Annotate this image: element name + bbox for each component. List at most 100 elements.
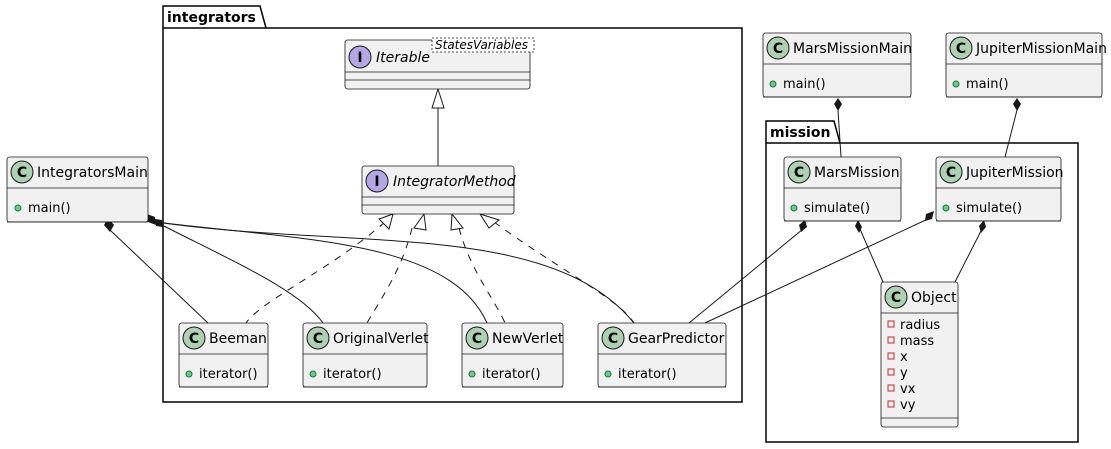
package-integrators: integrators bbox=[162, 5, 743, 403]
diamond-head bbox=[855, 220, 862, 233]
originalverlet-method: iterator() bbox=[323, 367, 382, 382]
object-field: radius bbox=[900, 318, 940, 333]
package-mission: mission bbox=[765, 120, 1079, 443]
class-jupitermission: C JupiterMission simulate() bbox=[935, 156, 1064, 222]
public-method-icon bbox=[790, 204, 798, 212]
private-field-icon bbox=[887, 336, 895, 344]
marsmission-method: simulate() bbox=[804, 201, 870, 216]
class-newverlet: C NewVerlet iterator() bbox=[461, 322, 564, 388]
edge-marsmission-object bbox=[859, 228, 884, 283]
badge-letter: I bbox=[357, 50, 362, 66]
edge-gearpredictor-realization bbox=[493, 221, 635, 324]
jupitermission-name: JupiterMission bbox=[965, 165, 1064, 181]
diamond-head bbox=[155, 219, 163, 227]
jupitermissionmain-name: JupiterMissionMain bbox=[975, 41, 1107, 57]
diamond-head bbox=[834, 98, 842, 111]
diamond-head bbox=[925, 211, 934, 221]
diamond-head bbox=[979, 220, 986, 233]
jupitermissionmain-method: main() bbox=[966, 77, 1009, 92]
badge-letter: C bbox=[891, 290, 901, 306]
object-field: mass bbox=[900, 334, 934, 349]
triangle-head bbox=[478, 213, 501, 229]
class-marsmissionmain: C MarsMissionMain main() bbox=[762, 32, 912, 98]
object-field: vy bbox=[900, 398, 916, 413]
public-method-icon bbox=[468, 370, 476, 378]
iterable-name: Iterable bbox=[376, 50, 430, 66]
diamond-head bbox=[1013, 98, 1021, 111]
marsmissionmain-name: MarsMissionMain bbox=[793, 41, 912, 57]
triangle-head bbox=[413, 212, 427, 231]
interface-badge-icon: I bbox=[365, 169, 389, 193]
arrowheads bbox=[378, 87, 501, 231]
class-badge-icon: C bbox=[306, 326, 330, 350]
badge-letter: C bbox=[472, 331, 482, 347]
diamonds bbox=[104, 98, 1021, 233]
edges bbox=[109, 108, 1018, 324]
interface-badge-icon: I bbox=[348, 45, 372, 69]
class-originalverlet: C OriginalVerlet iterator() bbox=[302, 322, 429, 388]
marsmission-name: MarsMission bbox=[814, 165, 900, 181]
package-integrators-title: integrators bbox=[167, 10, 256, 26]
public-method-icon bbox=[185, 370, 193, 378]
edge-jupitermission-gearpredictor bbox=[704, 217, 931, 324]
private-field-icon bbox=[887, 400, 895, 408]
private-field-icon bbox=[887, 320, 895, 328]
class-badge-icon: C bbox=[939, 160, 963, 184]
integratorsmain-name: IntegratorsMain bbox=[37, 165, 148, 181]
public-method-icon bbox=[952, 80, 960, 88]
class-jupitermissionmain: C JupiterMissionMain main() bbox=[945, 32, 1107, 98]
class-object: C Object radius mass x y vx vy bbox=[880, 281, 959, 428]
badge-letter: C bbox=[956, 41, 966, 57]
private-field-icon bbox=[887, 352, 895, 360]
package-mission-title: mission bbox=[770, 125, 830, 141]
badge-letter: C bbox=[608, 331, 618, 347]
edge-main-originalverlet bbox=[155, 221, 324, 324]
class-badge-icon: C bbox=[182, 326, 206, 350]
beeman-method: iterator() bbox=[199, 367, 258, 382]
edge-main-beeman bbox=[109, 229, 209, 324]
class-badge-icon: C bbox=[884, 285, 908, 309]
class-integratormethod: I IntegratorMethod bbox=[361, 165, 516, 215]
public-method-icon bbox=[604, 370, 612, 378]
edge-main-gearpredictor bbox=[155, 221, 635, 324]
public-method-icon bbox=[309, 370, 317, 378]
class-iterable: StatesVariables I Iterable bbox=[344, 37, 535, 90]
originalverlet-name: OriginalVerlet bbox=[333, 331, 429, 347]
public-method-icon bbox=[769, 80, 777, 88]
triangle-head bbox=[378, 213, 394, 230]
integratorsmain-method: main() bbox=[28, 201, 71, 216]
object-field: vx bbox=[900, 382, 916, 397]
class-integratorsmain: C IntegratorsMain main() bbox=[6, 156, 149, 223]
newverlet-name: NewVerlet bbox=[492, 331, 564, 347]
diamond-head bbox=[799, 220, 807, 232]
edge-main-newverlet bbox=[155, 221, 488, 324]
class-gearpredictor: C GearPredictor iterator() bbox=[597, 322, 727, 388]
badge-letter: C bbox=[773, 41, 783, 57]
badge-letter: C bbox=[17, 165, 27, 181]
badge-letter: I bbox=[374, 174, 379, 190]
class-badge-icon: C bbox=[787, 160, 811, 184]
private-field-icon bbox=[887, 384, 895, 392]
object-field: y bbox=[900, 366, 908, 381]
object-field: x bbox=[900, 350, 908, 365]
edge-marsmain-marsmission bbox=[837, 109, 842, 158]
marsmissionmain-method: main() bbox=[783, 77, 826, 92]
public-method-icon bbox=[942, 204, 950, 212]
class-badge-icon: C bbox=[949, 36, 973, 60]
class-badge-icon: C bbox=[465, 326, 489, 350]
jupitermission-method: simulate() bbox=[956, 201, 1022, 216]
edge-newverlet-realization bbox=[458, 227, 506, 324]
class-badge-icon: C bbox=[601, 326, 625, 350]
newverlet-method: iterator() bbox=[482, 367, 541, 382]
integratormethod-name: IntegratorMethod bbox=[393, 174, 516, 190]
triangle-head bbox=[431, 87, 445, 109]
object-name: Object bbox=[911, 290, 957, 306]
class-badge-icon: C bbox=[766, 36, 790, 60]
badge-letter: C bbox=[313, 331, 323, 347]
class-marsmission: C MarsMission simulate() bbox=[783, 156, 902, 222]
edge-beeman-realization bbox=[245, 221, 386, 324]
badge-letter: C bbox=[794, 165, 804, 181]
gearpredictor-name: GearPredictor bbox=[628, 331, 725, 347]
generic-parameter-box bbox=[431, 37, 535, 53]
